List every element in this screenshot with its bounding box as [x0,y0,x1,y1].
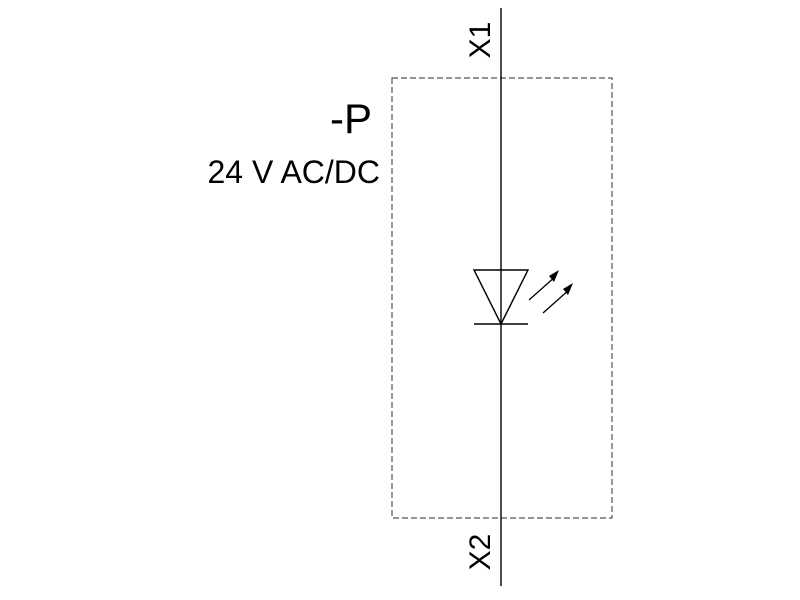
voltage-rating: 24 V AC/DC [207,154,380,190]
terminal-label-top: X1 [464,22,497,59]
terminal-label-bottom: X2 [464,534,497,571]
led-indicator-icon [472,269,573,326]
component-designation: -P [330,95,372,142]
component-enclosure [391,77,613,519]
light-emission-arrows-icon [528,270,573,314]
diode-triangle [472,269,530,326]
